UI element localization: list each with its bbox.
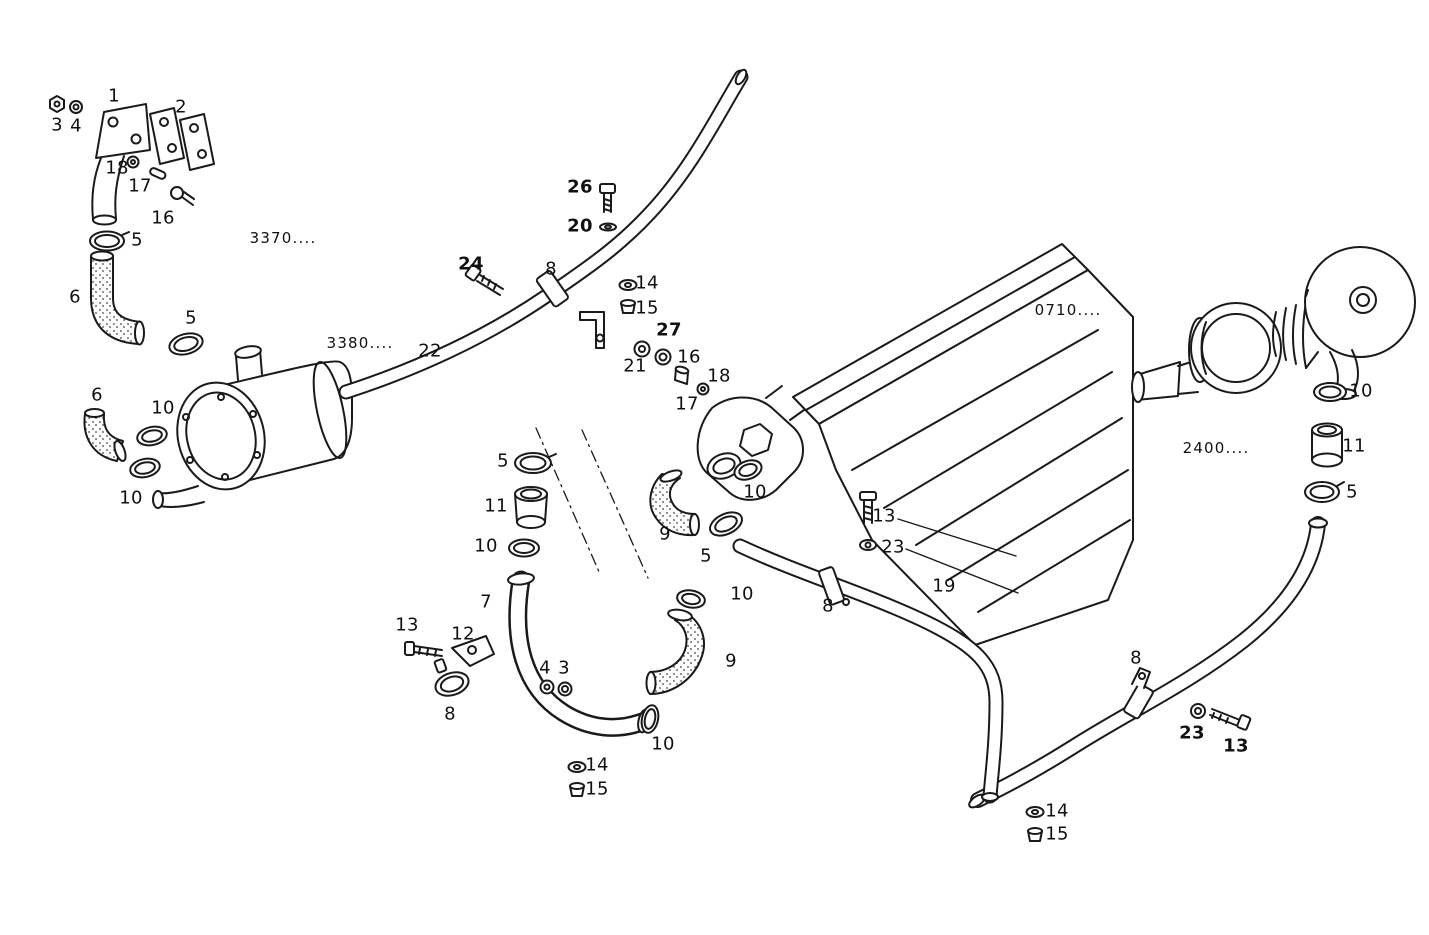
part-10-ring xyxy=(129,457,161,479)
part-14-washer xyxy=(567,761,587,773)
part-9-elbow xyxy=(649,469,700,537)
part-11-sleeve xyxy=(1311,422,1343,468)
part-17-plug xyxy=(674,365,690,385)
part-16-nut xyxy=(654,348,672,366)
part-15-nut xyxy=(569,782,585,797)
part-5-clamp xyxy=(709,511,743,537)
part-5-clamp xyxy=(514,452,557,474)
part-5-clamp xyxy=(89,230,130,252)
part-8-clamp xyxy=(535,270,605,349)
part-10-ring xyxy=(733,459,763,481)
part-4-washer xyxy=(69,100,83,114)
part-5-clamp xyxy=(1304,481,1345,503)
part-3-nut xyxy=(557,681,573,697)
part-13-bolt xyxy=(859,491,877,524)
part-15-nut xyxy=(620,299,636,314)
part-24-bolt xyxy=(464,264,504,296)
part-18-washer xyxy=(126,155,140,169)
water-pump-assembly xyxy=(1131,246,1416,403)
part-6-hose xyxy=(83,408,127,462)
part-19-pipe xyxy=(732,538,1004,804)
part-1-inlet-pipe xyxy=(91,103,151,226)
engine-block xyxy=(792,243,1134,646)
part-5-clamp xyxy=(168,332,204,356)
part-12-bracket xyxy=(451,635,495,667)
part-9-elbow xyxy=(645,608,705,695)
part-4-washer xyxy=(539,679,555,695)
right-hose xyxy=(968,516,1328,809)
part-14-washer xyxy=(1025,806,1045,818)
guide-line xyxy=(535,427,601,575)
muffler xyxy=(152,345,353,509)
guide-line xyxy=(581,429,649,579)
part-26-bolt xyxy=(599,183,616,213)
part-10-ring xyxy=(640,704,660,734)
part-10-ring xyxy=(136,425,168,447)
part-13-bolt xyxy=(1209,708,1252,731)
part-11-sleeve xyxy=(514,486,548,529)
part-8-clamp xyxy=(818,566,850,606)
part-20-washer xyxy=(599,222,617,232)
part-23-washer xyxy=(859,539,877,551)
part-8-clamp xyxy=(1123,667,1154,720)
part-10-ring xyxy=(508,538,540,558)
water-outlet-housing xyxy=(696,385,805,501)
part-3-nut xyxy=(49,95,65,113)
part-10-ring xyxy=(676,589,706,609)
part-13-bolt xyxy=(404,641,443,657)
part-16-bolt xyxy=(170,186,195,206)
part-23-washer xyxy=(1190,703,1206,719)
part-17-pin xyxy=(149,167,167,180)
part-15-nut xyxy=(1027,827,1043,842)
part-18-ring xyxy=(696,382,710,396)
part-14-washer xyxy=(618,279,638,291)
part-10-ring xyxy=(1313,382,1347,402)
part-8-clamp xyxy=(433,658,470,697)
part-7-hose xyxy=(507,570,652,737)
part-22-pipe xyxy=(338,68,749,400)
part-6-hose xyxy=(90,250,145,346)
part-2-gaskets xyxy=(149,107,215,171)
part-21-washer xyxy=(633,340,651,358)
